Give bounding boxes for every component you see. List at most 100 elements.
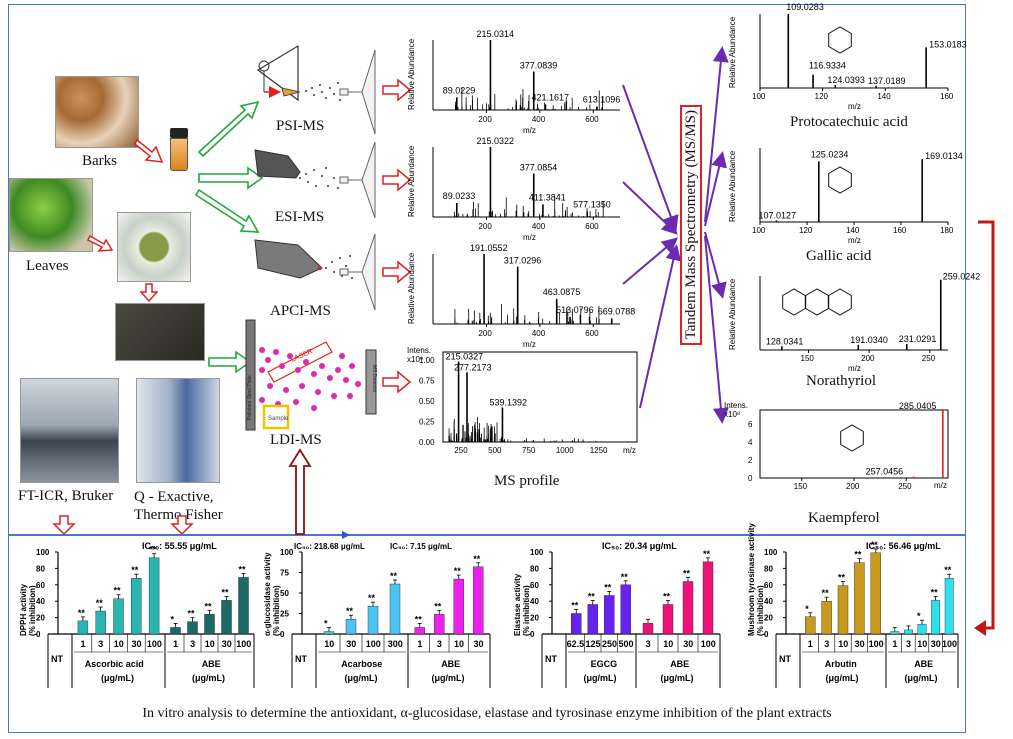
group-name: ABE	[670, 659, 689, 669]
spectrum-xlabel: m/z	[934, 481, 947, 490]
peak-label: 539.1392	[489, 398, 527, 408]
y-tick-label: 80	[36, 564, 45, 573]
assay-ylabel: α-glucosidase activity	[263, 552, 272, 636]
dose-label: 1	[808, 639, 813, 649]
dose-label: 10	[454, 639, 464, 649]
significance-mark: **	[188, 609, 196, 619]
psi-label: PSI-MS	[276, 118, 325, 134]
ft-icr-photo	[20, 378, 119, 483]
significance-mark: **	[838, 573, 846, 583]
dose-label: 10	[917, 639, 927, 649]
sample-plate-photo	[115, 303, 205, 361]
bottom-panel-frame	[8, 535, 966, 733]
ic50-label-abe: IC₅₀: 7.15 μg/mL	[390, 542, 452, 551]
significance-mark: **	[931, 587, 939, 597]
assay-bar	[662, 604, 674, 635]
y-tick-label: 25	[280, 610, 289, 619]
assay-bar	[95, 610, 106, 635]
x-tick-label: 150	[794, 482, 808, 491]
nt-label: NT	[545, 654, 557, 664]
y-tick-label: 50	[280, 589, 289, 598]
figure-caption: In vitro analysis to determine the antio…	[142, 706, 832, 721]
leaves-label: Leaves	[26, 258, 69, 274]
peak-label: 109.0283	[786, 2, 824, 12]
assay-bar	[238, 577, 249, 635]
significance-mark: *	[917, 611, 921, 621]
group-unit: (μg/mL)	[661, 673, 694, 683]
powder-to-plate-arrow	[139, 283, 159, 303]
assay-bar	[221, 600, 232, 635]
significance-mark: *	[805, 604, 809, 614]
dose-label: 3	[437, 639, 442, 649]
x-tick-label: 200	[861, 354, 875, 363]
peak-label: 613.1096	[583, 95, 621, 105]
peak-label: 153.0183	[929, 39, 967, 49]
y-tick-label: 100	[530, 548, 544, 557]
x-tick-label: 1250	[590, 446, 608, 455]
assay-bar	[870, 552, 881, 635]
significance-mark: **	[604, 582, 612, 592]
structure-ring	[805, 288, 829, 316]
x-tick-label: 200	[846, 482, 860, 491]
x-tick-label: 250	[922, 354, 936, 363]
x-tick-label: 120	[799, 226, 813, 235]
group-name: Ascorbic acid	[85, 659, 144, 669]
peak-label: 231.0291	[899, 334, 937, 344]
peak-label: 463.0875	[543, 287, 581, 297]
leaf-powder-photo	[117, 212, 191, 282]
intens-label: Intens.	[407, 346, 431, 355]
to-assay-arrows	[52, 515, 194, 536]
assay-ylabel-unit: (% inhibition)	[272, 585, 281, 636]
significance-mark: **	[588, 591, 596, 601]
peak-label: 411.3841	[529, 192, 566, 202]
peak-label: 669.0788	[598, 306, 636, 316]
assay-ylabel-unit: (% inhibition)	[522, 585, 531, 636]
laser-beam-icon: LASER	[267, 341, 333, 383]
group-unit: (μg/mL)	[584, 673, 617, 683]
significance-mark: **	[205, 601, 213, 611]
esi-needle-icon	[254, 149, 301, 179]
x-tick-label: 140	[877, 92, 891, 101]
spectrum-ylabel: Relative Abundance	[728, 150, 737, 222]
significance-mark: **	[944, 565, 952, 575]
dose-label: 3	[646, 639, 651, 649]
apci-label: APCI-MS	[270, 303, 331, 319]
dose-label: 30	[222, 639, 232, 649]
group-name: Arbutin	[825, 659, 857, 669]
tandem-ms-box: Tandem Mass Spectrometry (MS/MS)	[680, 105, 702, 345]
assay-bar	[702, 561, 714, 635]
spectrum-ylabel: Relative Abundance	[407, 252, 416, 324]
dose-label: 100	[869, 639, 884, 649]
nt-label: NT	[779, 654, 791, 664]
assay-bar	[854, 562, 865, 635]
x-tick-label: 1000	[556, 446, 574, 455]
assay-bar	[414, 627, 425, 635]
spray-dots	[299, 82, 353, 279]
to-spectra-arrows	[382, 78, 412, 394]
dose-label: 30	[855, 639, 865, 649]
x-tick-label: 160	[893, 226, 907, 235]
significance-mark: **	[454, 566, 462, 576]
y-tick-label: 0.25	[419, 418, 435, 427]
dose-label: 10	[205, 639, 215, 649]
ms-detector-icon	[365, 349, 377, 415]
dose-label: 3	[190, 639, 195, 649]
nt-label: NT	[51, 654, 63, 664]
ic50-label: IC₅₀: 55.55 μg/mL	[142, 541, 217, 551]
x-tick-label: 500	[488, 446, 502, 455]
dose-label: 300	[388, 639, 403, 649]
significance-mark: **	[871, 540, 879, 550]
x-tick-label: 100	[752, 92, 766, 101]
assay-bar	[323, 631, 335, 635]
dose-label: 100	[147, 639, 162, 649]
dose-label: 3	[824, 639, 829, 649]
significance-mark: **	[131, 565, 139, 575]
